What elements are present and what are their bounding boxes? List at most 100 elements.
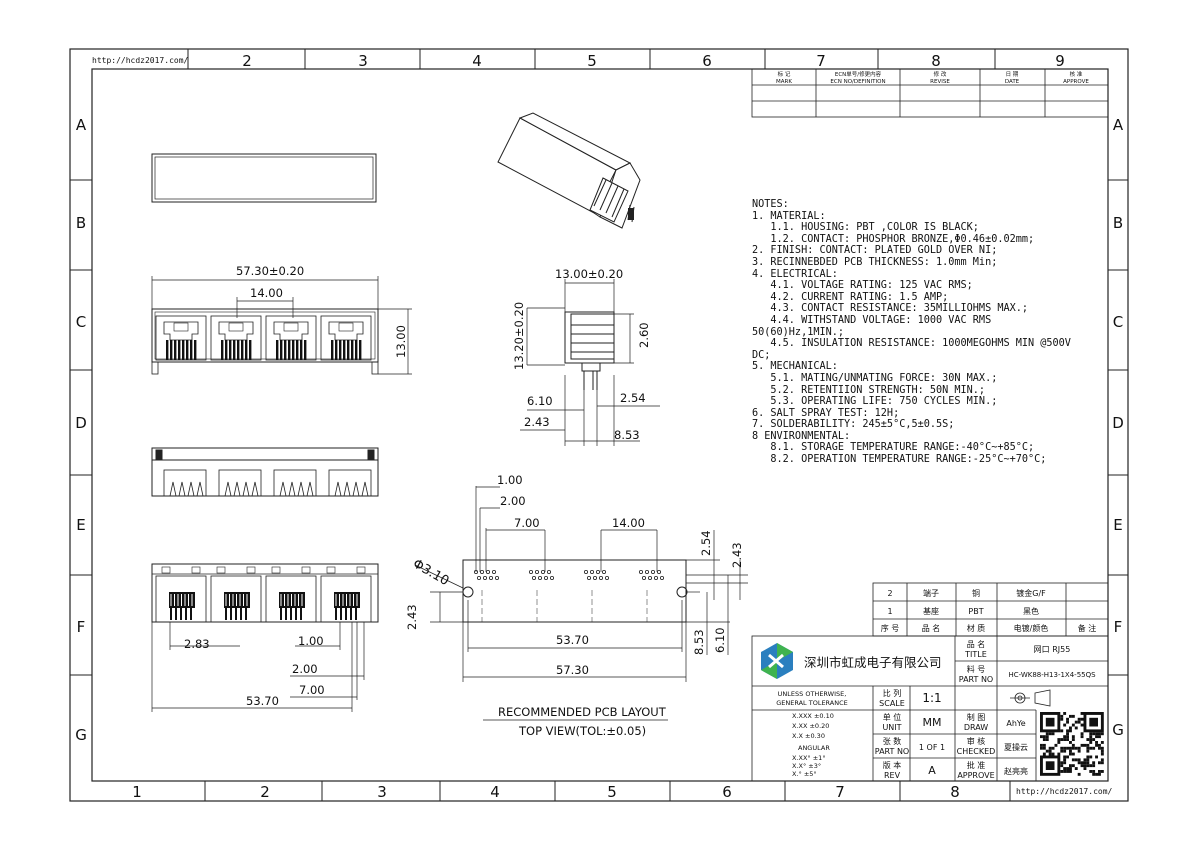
qr-cell bbox=[1066, 738, 1069, 741]
qr-cell bbox=[1092, 761, 1096, 765]
bottom-view bbox=[151, 563, 379, 623]
bottom-pin bbox=[240, 608, 242, 620]
rear-tab bbox=[367, 449, 375, 461]
bom-header-no: 序 号 bbox=[881, 623, 900, 633]
qr-cell bbox=[1060, 714, 1064, 718]
revision-table bbox=[751, 68, 1109, 118]
check-label-cn: 审 核 bbox=[967, 736, 986, 746]
qr-cell bbox=[1069, 767, 1072, 770]
bom-finish: 镀金G/F bbox=[1016, 588, 1046, 598]
dim-pcb-hole: Φ3.10 bbox=[410, 556, 451, 589]
qr-cell bbox=[1092, 764, 1096, 768]
qr-cell bbox=[1040, 743, 1043, 747]
bom-header-name: 品 名 bbox=[922, 623, 941, 633]
contact-pin bbox=[182, 340, 185, 360]
dim-pcb-254: 2.54 bbox=[699, 530, 713, 556]
row-letter: A bbox=[1113, 116, 1124, 134]
dim-side-260: 2.60 bbox=[637, 322, 651, 348]
note-line: 5. MECHANICAL: bbox=[752, 361, 838, 373]
qr-cell bbox=[1069, 714, 1072, 718]
qr-cell bbox=[1092, 770, 1096, 773]
qr-cell bbox=[1083, 743, 1087, 747]
col-number: 3 bbox=[377, 783, 387, 801]
bottom-port bbox=[320, 575, 372, 623]
bom-name: 端子 bbox=[923, 588, 939, 598]
col-number: 9 bbox=[1055, 52, 1065, 70]
qr-finder bbox=[1045, 717, 1055, 727]
contact-pin bbox=[186, 340, 189, 360]
qr-cell bbox=[1086, 761, 1090, 765]
qr-cell bbox=[1095, 735, 1098, 739]
rev-label-en: REV bbox=[884, 771, 901, 780]
rev-mark-en: MARK bbox=[776, 79, 792, 85]
contact-pin bbox=[347, 340, 350, 360]
port-key bbox=[173, 322, 189, 332]
qr-cell bbox=[1066, 720, 1069, 724]
qr-cell bbox=[1071, 758, 1075, 762]
contact-pin bbox=[170, 340, 173, 360]
qr-cell bbox=[1057, 741, 1061, 744]
pcb-pin-hole bbox=[648, 576, 653, 581]
revision-header: 标 记 MARK ECN单号/修更内容 ECN NO/DEFINITION 修 … bbox=[776, 70, 1089, 85]
top-view-body bbox=[151, 153, 377, 203]
contact-pin bbox=[331, 340, 334, 360]
note-line: 1.1. HOUSING: PBT ,COLOR IS BLACK; bbox=[752, 222, 979, 234]
contact-pin bbox=[225, 340, 228, 360]
part-label-en: PART NO bbox=[959, 675, 993, 684]
bottom-pin bbox=[290, 608, 292, 620]
bottom-slot bbox=[271, 566, 281, 574]
qr-cell bbox=[1060, 738, 1064, 741]
contact-pin bbox=[233, 340, 236, 360]
approve-label-cn: 批 准 bbox=[967, 760, 986, 770]
bottom-pin bbox=[285, 608, 287, 620]
qr-cell bbox=[1048, 746, 1052, 750]
qr-cell bbox=[1095, 743, 1098, 747]
qr-cell bbox=[1042, 735, 1046, 739]
pcb-dim-lines bbox=[414, 486, 748, 682]
port-key bbox=[228, 322, 244, 332]
scale-value: 1:1 bbox=[922, 691, 941, 705]
qr-cell bbox=[1054, 743, 1058, 747]
qr-cell bbox=[1066, 729, 1069, 733]
approve-label-en: APPROVE bbox=[957, 771, 994, 780]
qr-cell bbox=[1071, 735, 1075, 739]
contact-pin bbox=[194, 340, 197, 360]
qr-cell bbox=[1051, 752, 1055, 756]
rear-pin bbox=[279, 481, 287, 497]
dim-pcb-243: 2.43 bbox=[730, 542, 744, 568]
qr-cell bbox=[1089, 741, 1093, 744]
angular-row: X.X° ±3° bbox=[792, 762, 821, 770]
contact-pin bbox=[355, 340, 358, 360]
qr-cell bbox=[1089, 735, 1093, 739]
qr-cell bbox=[1069, 752, 1072, 756]
dim-pcb-1400: 14.00 bbox=[612, 516, 645, 530]
col-number: 8 bbox=[950, 783, 960, 801]
contact-pin bbox=[343, 340, 346, 360]
column-numbers-bottom: 1 2 3 4 5 6 7 8 bbox=[132, 783, 960, 801]
pcb-pin-hole bbox=[584, 570, 589, 575]
contact-pin bbox=[237, 340, 240, 360]
bottom-pin bbox=[245, 608, 247, 620]
pcb-pin-hole bbox=[488, 576, 493, 581]
pcb-pin-hole bbox=[550, 576, 555, 581]
sheet-label-cn: 张 数 bbox=[883, 736, 902, 746]
qr-cell bbox=[1042, 752, 1046, 756]
note-line: 3. RECINNEBDED PCB THICKNESS: 1.0mm Min; bbox=[752, 256, 998, 268]
contact-pin bbox=[245, 340, 248, 360]
qr-cell bbox=[1077, 758, 1081, 762]
dim-side-243: 2.43 bbox=[524, 415, 550, 429]
dim-pcb-853: 8.53 bbox=[692, 629, 706, 655]
qr-cell bbox=[1069, 770, 1072, 773]
tolerance-list: X.XXX ±0.10 X.XX ±0.20 X.X ±0.30 ANGULAR… bbox=[792, 712, 834, 778]
qr-cell bbox=[1071, 723, 1075, 727]
rear-pin bbox=[343, 481, 351, 497]
pcb-pin-hole bbox=[599, 576, 604, 581]
url-top: http://hcdz2017.com/ bbox=[92, 56, 189, 65]
qr-cell bbox=[1060, 770, 1064, 773]
qr-cell bbox=[1092, 746, 1096, 750]
qr-cell bbox=[1074, 758, 1078, 762]
qr-cell bbox=[1063, 712, 1067, 715]
front-view bbox=[151, 308, 379, 375]
row-letter: G bbox=[1112, 721, 1124, 739]
iso-pin bbox=[628, 208, 634, 220]
